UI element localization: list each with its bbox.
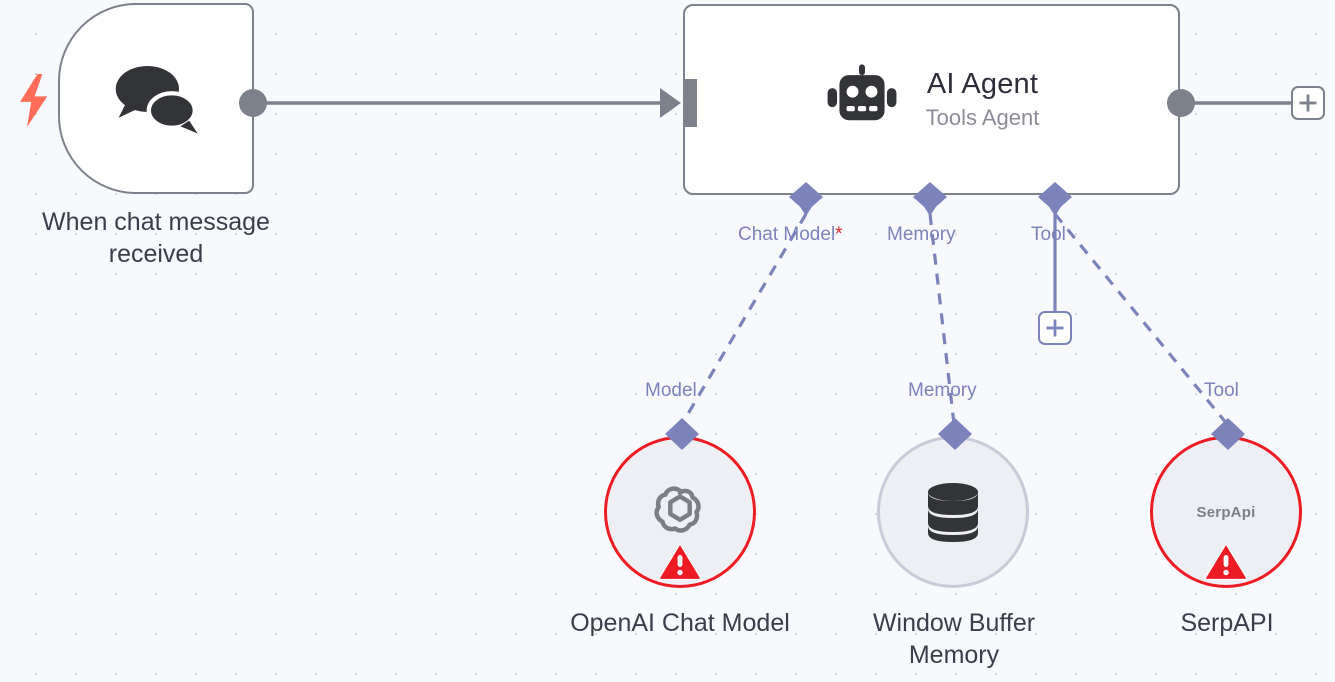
port-required-marker-chat-model: *	[835, 224, 843, 245]
connection-label-model: Model	[645, 380, 697, 402]
serpapi-text-logo: SerpApi	[1196, 503, 1256, 521]
subnode-circle-openai[interactable]	[604, 436, 756, 588]
plus-icon	[1299, 94, 1317, 112]
port-label-tool: Tool	[1031, 224, 1066, 246]
agent-text-block: AI Agent Tools Agent	[926, 67, 1040, 133]
subnode-port-memory-diamond[interactable]	[938, 418, 972, 452]
node-window-buffer-memory[interactable]	[877, 436, 1029, 588]
warning-triangle-icon	[1204, 542, 1248, 581]
node-serpapi[interactable]: SerpApi	[1150, 436, 1302, 588]
plus-icon	[1046, 319, 1064, 337]
port-chat-model-diamond[interactable]	[789, 182, 823, 216]
port-memory-diamond[interactable]	[913, 182, 947, 216]
trigger-output-dot[interactable]	[239, 89, 267, 117]
node-openai-chat-model[interactable]	[604, 436, 756, 588]
node-when-chat-message-received[interactable]	[58, 3, 254, 194]
connection-label-memory-text: Memory	[908, 380, 977, 401]
add-tool-node-button[interactable]	[1038, 311, 1072, 345]
robot-icon	[827, 63, 897, 120]
subnode-circle-window-buffer-memory[interactable]	[877, 436, 1029, 588]
agent-output-dot[interactable]	[1167, 89, 1195, 117]
port-label-tool-text: Tool	[1031, 224, 1066, 245]
chat-bubbles-icon	[115, 65, 198, 133]
node-ai-agent[interactable]: AI Agent Tools Agent	[683, 4, 1180, 195]
connection-label-model-text: Model	[645, 380, 697, 401]
warning-triangle-icon	[658, 542, 702, 581]
subnode-port-serpapi-diamond[interactable]	[1211, 418, 1245, 452]
agent-input-connector[interactable]	[664, 79, 698, 127]
port-tool-diamond[interactable]	[1038, 182, 1072, 216]
agent-title: AI Agent	[926, 67, 1039, 100]
port-label-memory-text: Memory	[887, 224, 956, 245]
subnode-port-openai-diamond[interactable]	[665, 418, 699, 452]
openai-logo-icon	[654, 486, 701, 533]
node-label-window-buffer-memory: Window Buffer Memory	[872, 609, 1036, 669]
node-label-trigger: When chat message received	[42, 208, 270, 268]
node-label-openai-chat-model: OpenAI Chat Model	[570, 609, 790, 637]
connection-label-tool-text: Tool	[1204, 380, 1239, 401]
database-icon	[928, 483, 978, 542]
edge-tool-to-serpapi	[1053, 212, 1229, 426]
port-label-chat-model-text: Chat Model	[738, 224, 836, 245]
lightning-bolt-icon	[20, 74, 48, 127]
add-output-node-button[interactable]	[1291, 86, 1325, 120]
port-label-chat-model: Chat Model*	[738, 224, 843, 246]
connection-label-memory: Memory	[908, 380, 977, 402]
agent-subtitle: Tools Agent	[925, 104, 1040, 130]
subnode-circle-serpapi[interactable]: SerpApi	[1150, 436, 1302, 588]
connection-label-tool: Tool	[1204, 380, 1239, 402]
node-label-serpapi: SerpAPI	[1180, 609, 1274, 637]
port-label-memory: Memory	[887, 224, 956, 246]
